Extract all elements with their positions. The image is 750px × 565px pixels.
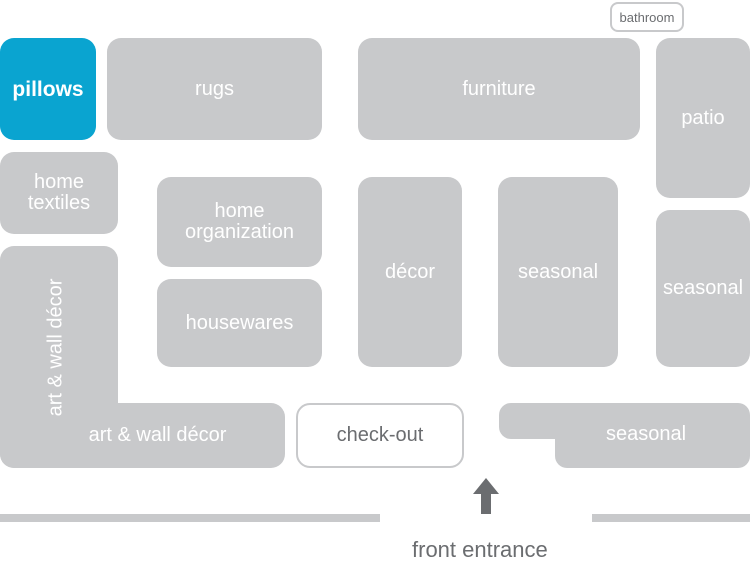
dept-seasonal-bottom-label-box: seasonal <box>555 403 737 465</box>
dept-seasonal-bottom-label: seasonal <box>605 422 687 445</box>
dept-seasonal-right[interactable]: seasonal <box>656 210 750 367</box>
dept-patio-label: patio <box>681 106 725 129</box>
dept-pillows-label: pillows <box>12 77 84 101</box>
dept-home-organization-label: home organization <box>185 200 294 243</box>
dept-furniture-label: furniture <box>462 77 536 100</box>
dept-decor[interactable]: décor <box>358 177 462 367</box>
dept-decor-label: décor <box>384 260 436 283</box>
dept-seasonal-center[interactable]: seasonal <box>498 177 618 367</box>
dept-art-wall-decor-horizontal[interactable] <box>0 403 285 468</box>
dept-housewares[interactable]: housewares <box>157 279 322 367</box>
dept-home-textiles[interactable]: home textiles <box>0 152 118 234</box>
dept-furniture[interactable]: furniture <box>358 38 640 140</box>
dept-pillows[interactable]: pillows <box>0 38 96 140</box>
checkout-label: check-out <box>336 424 424 446</box>
dept-seasonal-bottom-base[interactable] <box>555 410 750 468</box>
dept-home-organization[interactable]: home organization <box>157 177 322 267</box>
up-arrow-icon <box>473 478 499 514</box>
dept-home-textiles-label: home textiles <box>27 171 91 214</box>
dept-rugs[interactable]: rugs <box>107 38 322 140</box>
dept-seasonal-center-label: seasonal <box>517 260 599 283</box>
dept-art-wall-decor-horizontal-label-box: art & wall décor <box>60 403 255 468</box>
front-wall-right <box>592 514 750 522</box>
dept-patio[interactable]: patio <box>656 38 750 198</box>
dept-art-wall-decor-horizontal-label: art & wall décor <box>88 424 227 446</box>
bathroom-area[interactable]: bathroom <box>610 2 684 32</box>
dept-seasonal-right-label: seasonal <box>662 277 744 299</box>
checkout-area[interactable]: check-out <box>296 403 464 468</box>
bathroom-label: bathroom <box>619 9 675 25</box>
front-entrance-label: front entrance <box>412 537 548 562</box>
front-wall-left <box>0 514 380 522</box>
dept-rugs-label: rugs <box>195 77 234 100</box>
dept-housewares-label: housewares <box>185 311 294 334</box>
